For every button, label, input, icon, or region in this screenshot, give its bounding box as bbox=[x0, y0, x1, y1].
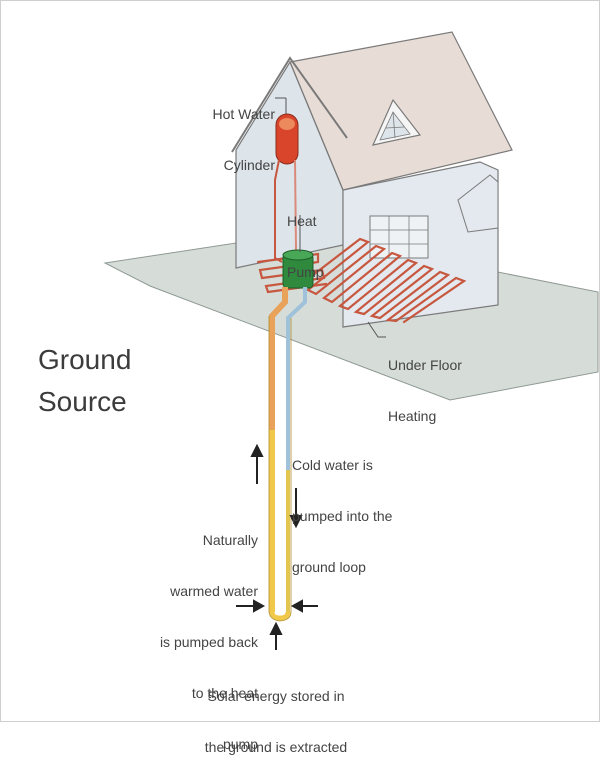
title-line-2: Source bbox=[38, 386, 127, 417]
warmed-water-label: Naturally warmed water is pumped back to… bbox=[159, 532, 258, 752]
up-arrow-warm bbox=[250, 443, 264, 484]
down-arrow-cold bbox=[289, 488, 303, 529]
front-window bbox=[369, 215, 429, 259]
porch bbox=[457, 174, 499, 233]
cold-water-label: Cold water is pumped into the ground loo… bbox=[292, 457, 393, 575]
solar-energy-label: Solar energy stored in the ground is ext… bbox=[204, 688, 348, 755]
heat-pump-label: Heat Pump bbox=[287, 213, 324, 280]
left-arrow-right-side bbox=[290, 599, 318, 613]
leader-floor bbox=[367, 321, 386, 338]
under-floor-heating-label: Under Floor Heating bbox=[388, 357, 462, 424]
heat-pump-unit bbox=[282, 249, 314, 289]
right-arrow-left-side bbox=[236, 599, 266, 613]
up-arrow-solar bbox=[269, 621, 283, 650]
hot-water-cylinder-label: Hot Water Cylinder bbox=[212, 106, 276, 173]
title-line-1: Ground bbox=[38, 344, 132, 375]
ground-loop-pipe bbox=[268, 287, 307, 622]
ground-source-diagram bbox=[103, 31, 599, 650]
